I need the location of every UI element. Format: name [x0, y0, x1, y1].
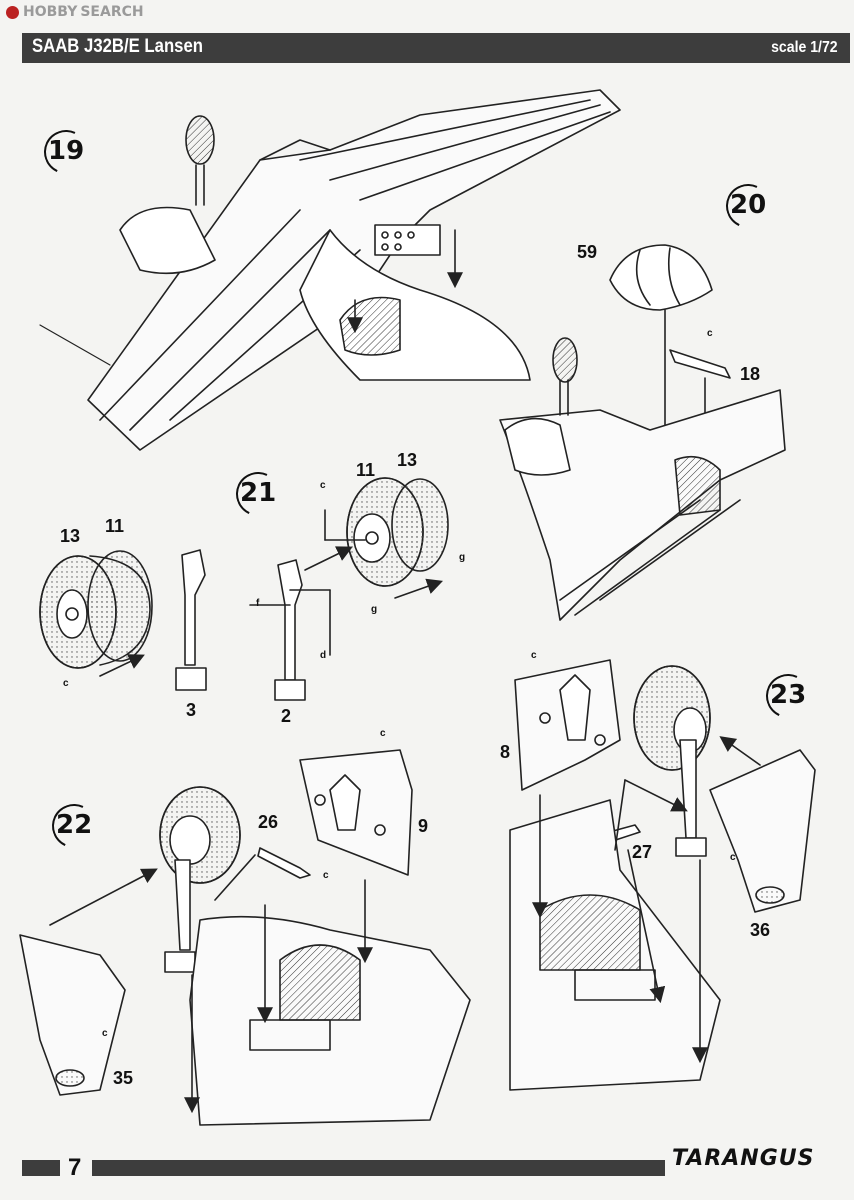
step19-airframe [39, 89, 621, 451]
step23-assembly [509, 659, 816, 1091]
brand-logo: TARANGUS [672, 1146, 815, 1171]
step-23-label: 23 [759, 667, 817, 725]
part-number: 9 [418, 816, 429, 836]
watermark-text: SEARCH [80, 4, 144, 20]
color-code: d [320, 650, 327, 661]
color-code: c [380, 728, 386, 739]
part-number: 18 [740, 364, 761, 384]
watermark-logo: HOBBY [23, 4, 78, 20]
color-code: c [531, 650, 537, 661]
part-number: 13 [60, 526, 81, 546]
color-code: c [323, 870, 329, 881]
step-19-label: 19 [37, 123, 95, 181]
step-20-label: 20 [719, 177, 777, 235]
part-number: 35 [113, 1068, 134, 1088]
color-code: c [102, 1028, 108, 1039]
part-number: 3 [186, 700, 197, 720]
part-number: 11 [105, 516, 125, 536]
header-bar: SAAB J32B/E Lansen scale 1/72 [22, 33, 850, 63]
step20-assembly [499, 244, 786, 621]
color-code: g [459, 552, 466, 563]
scale-label: scale 1/72 [771, 39, 838, 56]
part-number: 8 [500, 742, 511, 762]
part-number: 59 [577, 242, 598, 262]
part-number: 13 [397, 450, 418, 470]
step21-wheels [39, 477, 449, 701]
footer-bar-right [92, 1160, 665, 1176]
part-number: 11 [356, 460, 376, 480]
part-number: 27 [632, 842, 653, 862]
color-code: c [707, 328, 713, 339]
color-code: c [730, 852, 736, 863]
page-title: SAAB J32B/E Lansen [32, 36, 203, 57]
part-number: 26 [258, 812, 279, 832]
part-number: 36 [750, 920, 771, 940]
step-22-label: 22 [45, 797, 103, 855]
part-number: 2 [281, 706, 292, 726]
hobby-logo-icon [6, 5, 19, 19]
page-number: 7 [68, 1154, 82, 1181]
color-code: f [256, 598, 260, 609]
color-code: c [63, 678, 69, 689]
footer-bar-left [22, 1160, 60, 1176]
watermark: HOBBY SEARCH [6, 4, 144, 20]
color-code: g [371, 604, 378, 615]
step-21-label: 21 [229, 465, 287, 523]
color-code: c [320, 480, 326, 491]
step22-assembly [19, 749, 471, 1126]
